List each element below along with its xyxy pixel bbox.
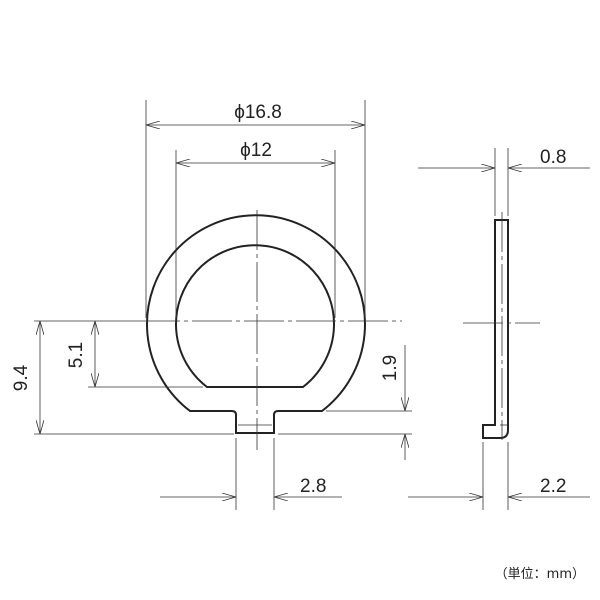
total-height-label: 9.4 — [11, 364, 32, 391]
side-view — [463, 212, 540, 440]
outer-diameter-label: ϕ16.8 — [234, 102, 282, 123]
dimension-total-height: 9.4 — [11, 320, 234, 435]
flat-offset-label: 5.1 — [66, 342, 87, 368]
side-profile-outline — [482, 219, 509, 439]
dimension-flat-offset: 5.1 — [66, 321, 203, 388]
ring-inner-outline — [175, 244, 335, 388]
dimension-tab-width: 2.8 — [160, 438, 342, 510]
front-view — [140, 210, 402, 450]
thickness-label: 0.8 — [540, 147, 566, 168]
side-depth-label: 2.2 — [540, 476, 566, 497]
dimension-tab-height: 1.9 — [278, 345, 412, 460]
dimension-outer-diameter: ϕ16.8 — [145, 100, 366, 318]
unit-note: （単位：mm） — [495, 566, 585, 582]
tab-height-label: 1.9 — [380, 355, 401, 381]
dimension-inner-diameter: ϕ12 — [175, 140, 336, 318]
ring-outer-outline — [146, 214, 366, 434]
dimension-side-depth: 2.2 — [408, 442, 590, 510]
inner-diameter-label: ϕ12 — [240, 140, 272, 161]
tab-width-label: 2.8 — [300, 476, 326, 497]
dimension-thickness: 0.8 — [418, 147, 590, 216]
